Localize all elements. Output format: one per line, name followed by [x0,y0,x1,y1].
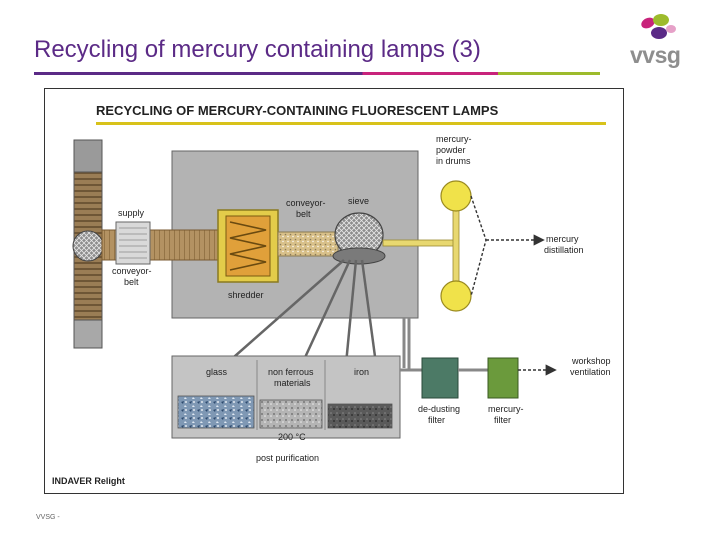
label-dedusting-1: de-dusting [418,404,460,414]
label-temperature: 200 °C [278,432,306,442]
vvsg-logo: vvsg [628,12,692,74]
slide-footer: VVSG - [36,514,60,521]
credit-label: INDAVER Relight [52,476,125,486]
label-conveyor-top-2: belt [296,209,311,219]
label-mercury-filter-1: mercury- [488,404,524,414]
label-post-purification: post purification [256,453,319,463]
mercury-filter [487,357,519,399]
glass-bin [177,395,255,429]
heading-rule [96,122,606,125]
label-mercury-powder-1: mercury- [436,134,472,144]
label-mercury-filter-2: filter [494,415,511,425]
mercury-drum-bottom [440,280,472,312]
label-iron: iron [354,367,369,377]
drum-pipe-vertical [452,197,460,293]
label-conveyor-left-2: belt [124,277,139,287]
distillation-lines [470,195,539,297]
shredded-conveyor [277,231,339,257]
label-supply: supply [118,208,145,218]
label-non-ferrous-2: materials [274,378,311,388]
powder-pipe [382,239,457,247]
label-distillation-1: mercury [546,234,579,244]
label-mercury-powder-2: powder [436,145,466,155]
iron-bin [327,403,393,429]
supply-lamps [119,227,147,259]
logo-petals-icon [641,14,676,39]
label-mercury-powder-3: in drums [436,156,471,166]
label-glass: glass [206,367,228,377]
title-underline [34,72,600,75]
dedusting-filter [421,357,459,399]
label-non-ferrous-1: non ferrous [268,367,314,377]
logo-text: vvsg [630,42,681,68]
shredder-blades [229,221,267,271]
label-conveyor-top-1: conveyor- [286,198,326,208]
label-workshop-2: ventilation [570,367,611,377]
label-distillation-2: distillation [544,245,584,255]
label-shredder: shredder [228,290,264,300]
sieve-chutes [225,259,378,365]
label-dedusting-2: filter [428,415,445,425]
diagram-heading: RECYCLING OF MERCURY-CONTAINING FLUORESC… [96,103,499,118]
feed-conveyor [72,139,104,349]
label-sieve: sieve [348,196,369,206]
slide-title: Recycling of mercury containing lamps (3… [34,36,481,63]
supply-box [115,221,151,265]
recycling-diagram: RECYCLING OF MERCURY-CONTAINING FLUORESC… [44,88,624,494]
label-workshop-1: workshop [571,356,611,366]
label-conveyor-left-1: conveyor- [112,266,152,276]
sieve [332,212,386,265]
mercury-drum-top [440,180,472,212]
nonferrous-bin [259,399,323,429]
